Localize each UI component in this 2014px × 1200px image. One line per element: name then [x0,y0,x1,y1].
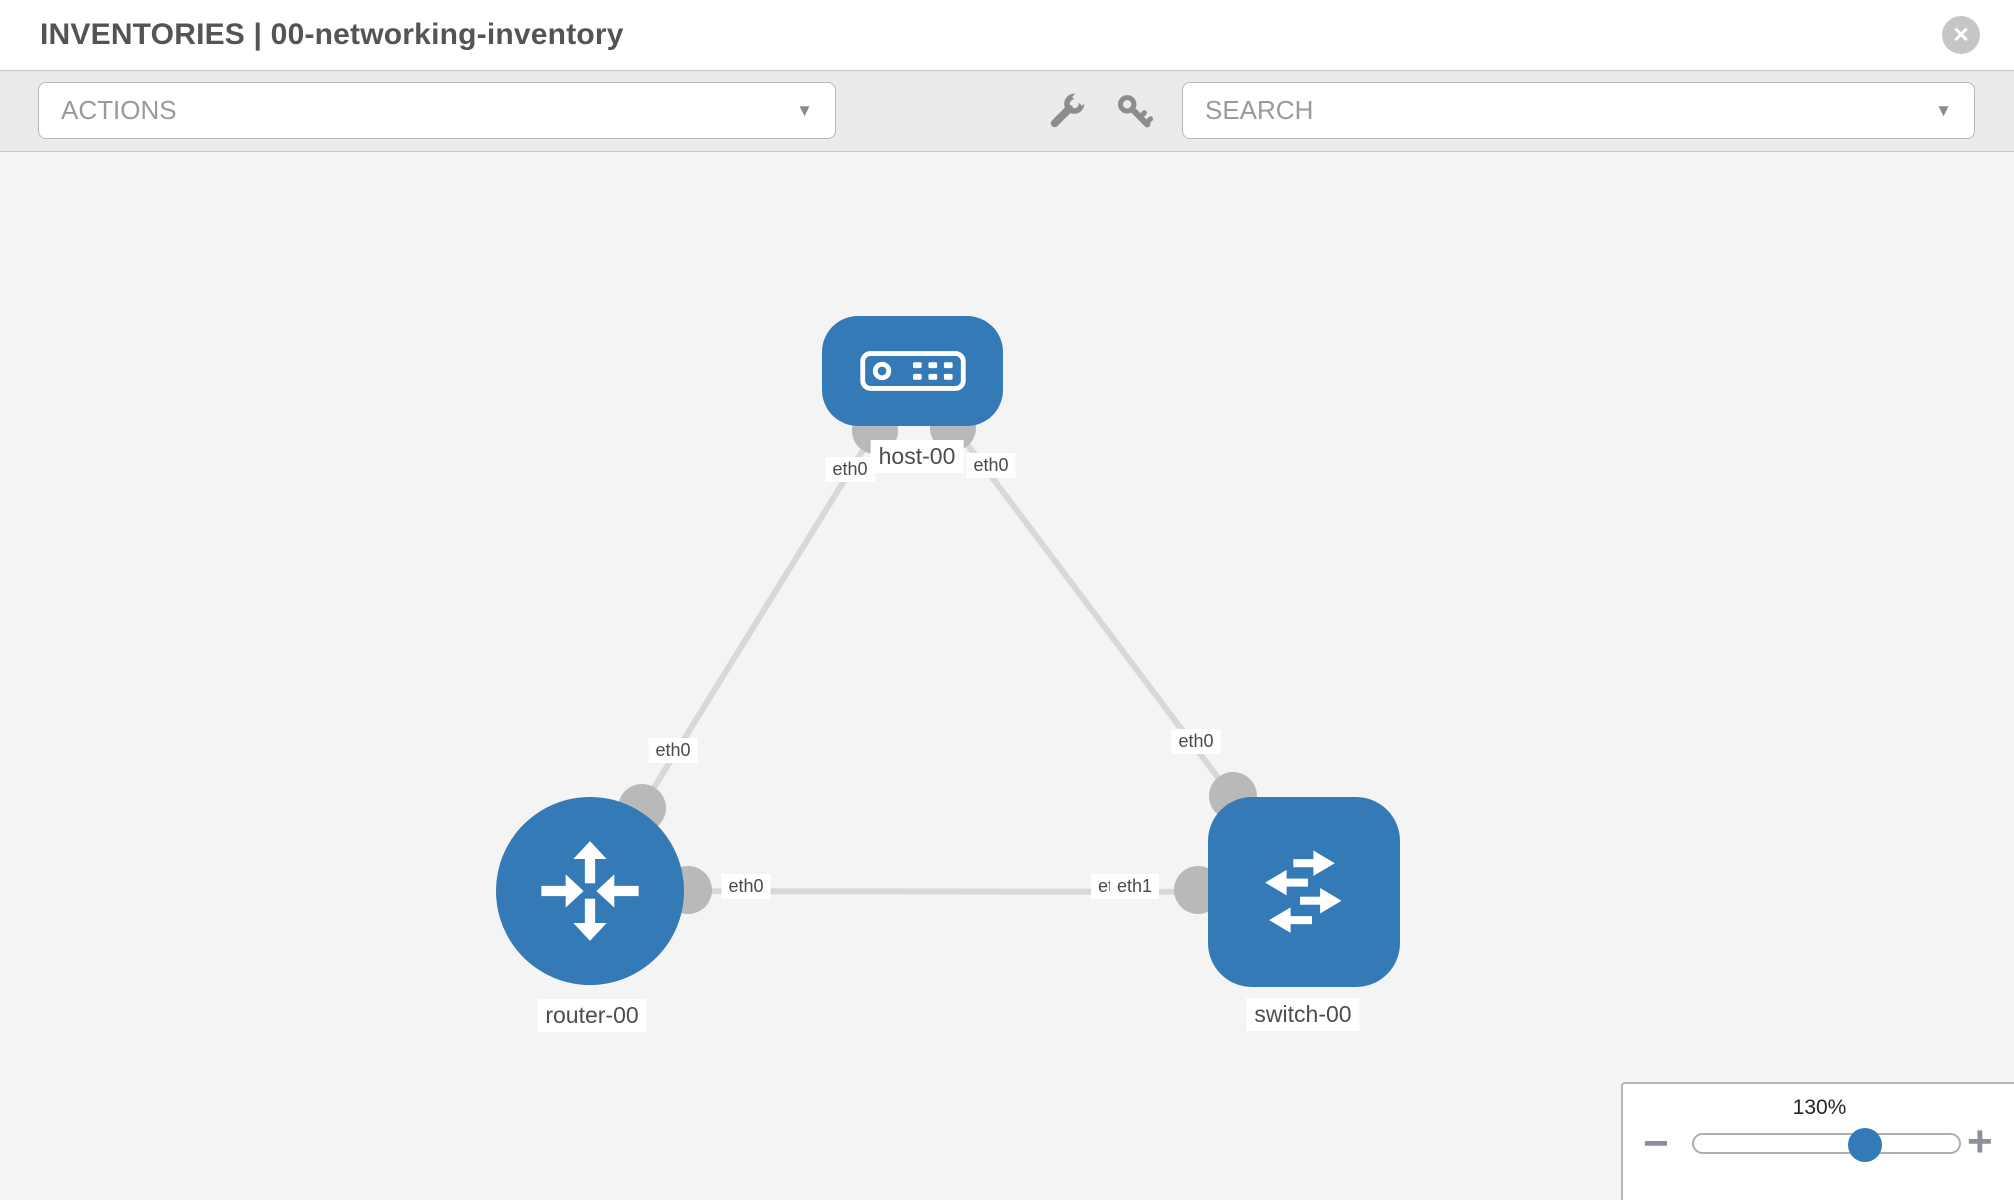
page-title: INVENTORIES | 00-networking-inventory [40,18,624,51]
chevron-down-icon: ▼ [796,100,813,120]
topology-canvas[interactable]: host-00 router-00 switch-00 eth0 eth0 et… [0,152,2014,1200]
close-button[interactable]: ✕ [1942,16,1980,54]
node-host-00[interactable] [822,316,1003,426]
toolbar: ACTIONS ▼ SEARCH ▼ [0,70,2014,152]
node-switch-00[interactable] [1208,797,1400,987]
interface-label-host-switch-switch-end: eth0 [1171,729,1221,754]
router-icon [541,841,639,941]
actions-dropdown[interactable]: ACTIONS ▼ [38,82,836,139]
chevron-down-icon: ▼ [1935,100,1952,120]
zoom-out-button[interactable]: − [1643,1119,1669,1168]
interface-label-router-switch-switch-end-front: eth1 [1110,874,1160,899]
interface-label-host-router-router-end: eth0 [648,738,698,763]
node-label-switch: switch-00 [1246,998,1360,1031]
search-dropdown-label: SEARCH [1205,95,1314,125]
zoom-in-button[interactable]: + [1967,1117,1993,1166]
node-label-host: host-00 [870,440,964,473]
zoom-slider-track[interactable] [1692,1133,1961,1154]
host-icon [859,351,966,391]
wrench-icon [1050,87,1091,128]
interface-label-host-router-host-end: eth0 [825,457,875,482]
zoom-slider-thumb[interactable] [1848,1128,1882,1162]
zoom-level: 130% [1792,1096,1847,1119]
search-dropdown[interactable]: SEARCH ▼ [1182,82,1975,139]
close-icon: ✕ [1952,23,1970,47]
configure-button[interactable] [1048,87,1091,130]
topology-links [587,369,1307,914]
actions-dropdown-label: ACTIONS [61,95,177,125]
interface-label-router-switch-router-end: eth0 [721,874,771,899]
zoom-panel: 130% − + [1621,1082,2014,1200]
toolbar-icon-group [1048,71,1154,151]
interface-label-host-switch-host-end: eth0 [966,453,1016,478]
node-label-router: router-00 [537,999,647,1032]
key-icon [1117,95,1154,128]
switch-icon [1265,850,1342,933]
panel-header: INVENTORIES | 00-networking-inventory ✕ [0,0,2014,70]
credentials-button[interactable] [1116,92,1154,130]
node-router-00[interactable] [496,797,684,985]
